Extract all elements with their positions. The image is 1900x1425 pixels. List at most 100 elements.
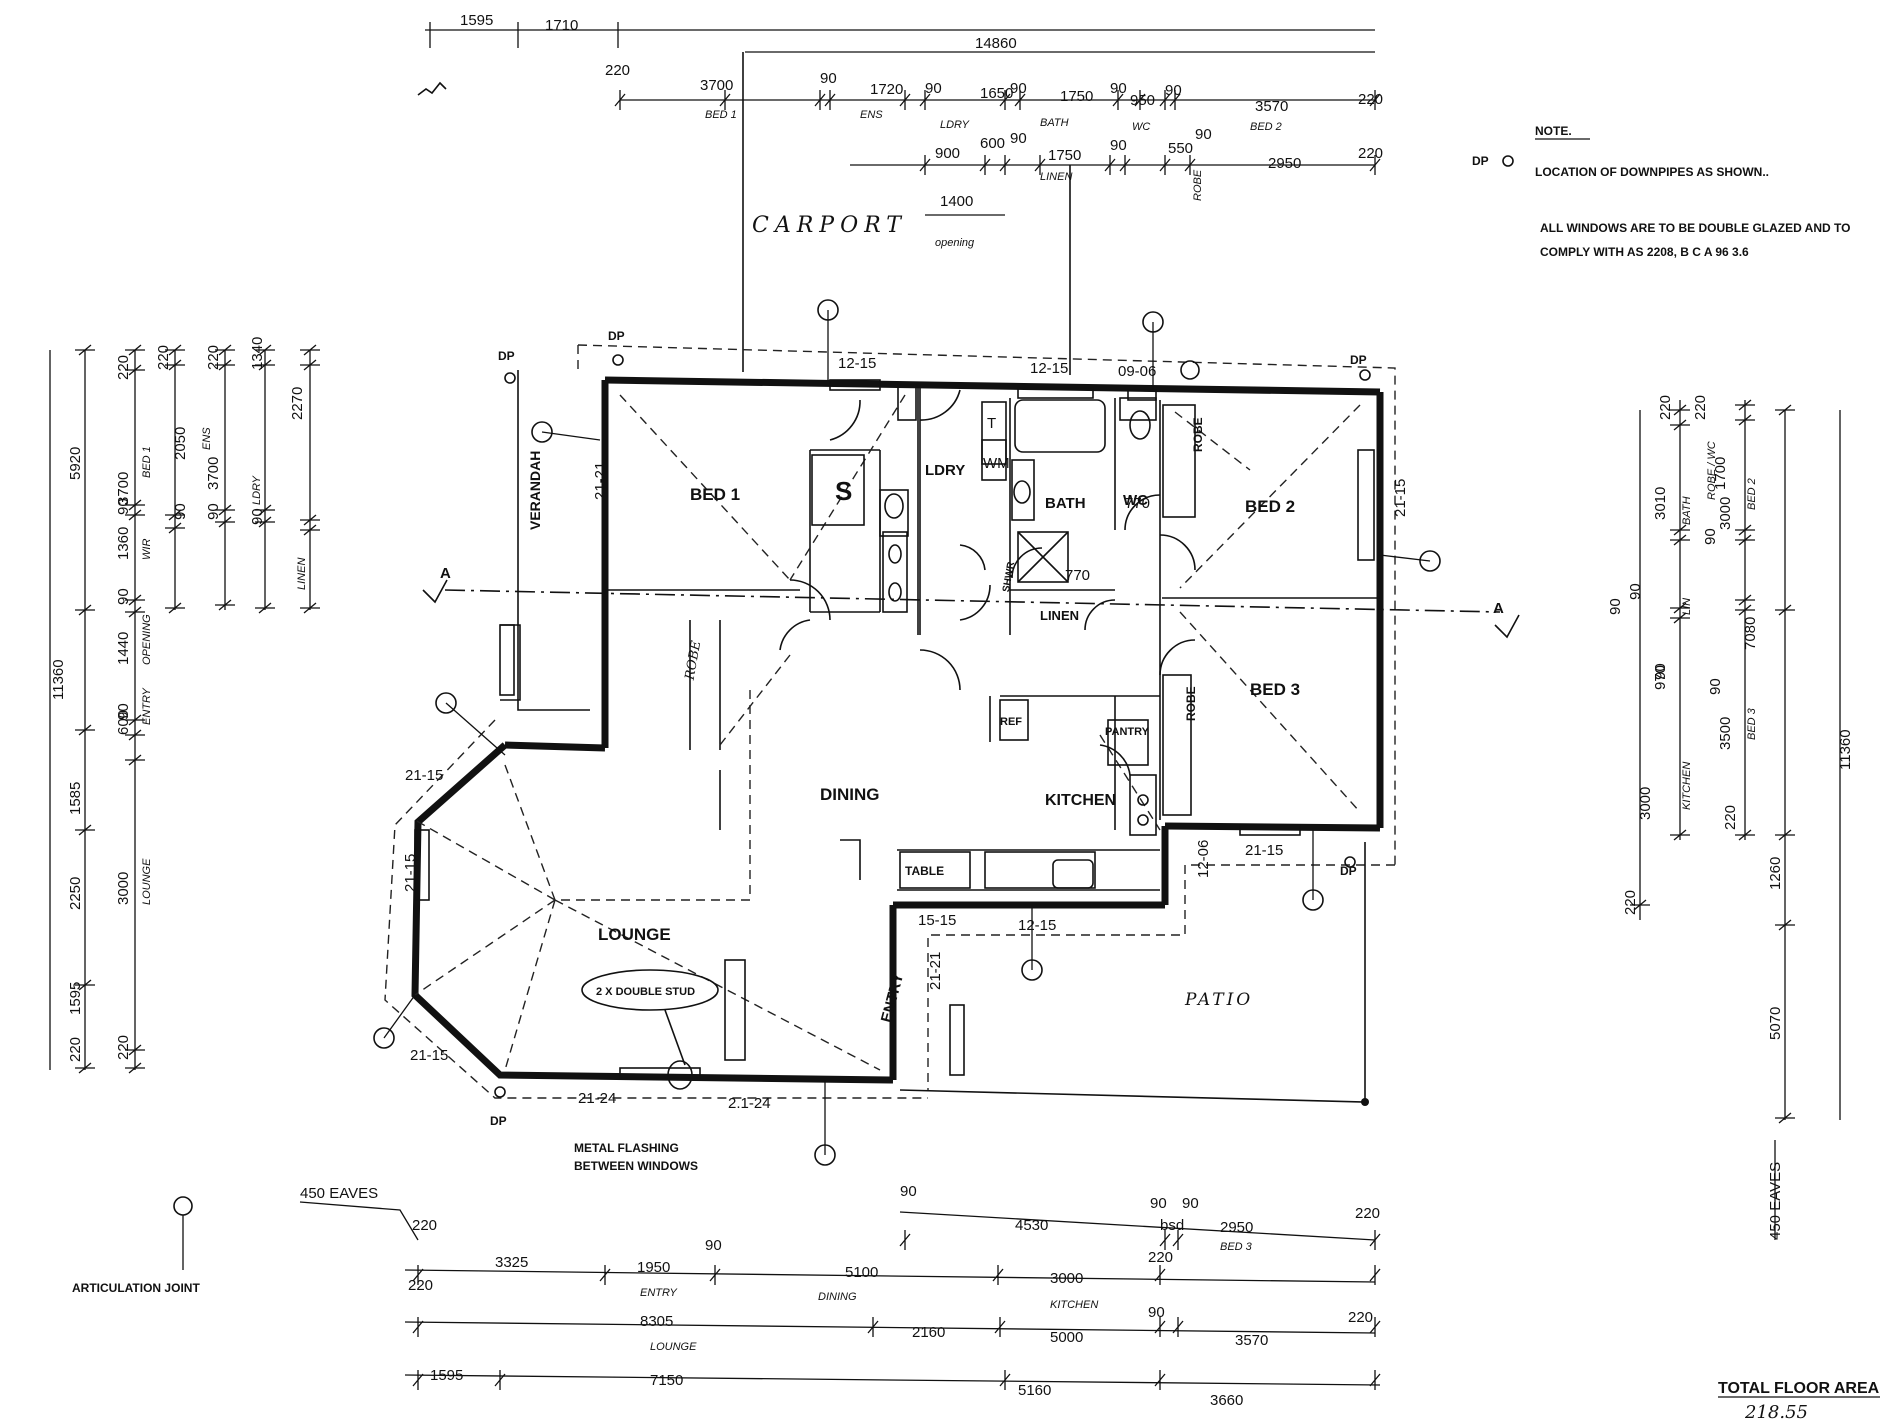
right-sub: BED 2	[1746, 478, 1758, 510]
opening-label: opening	[935, 237, 975, 249]
double-stud-label: 2 X DOUBLE STUD	[596, 986, 695, 998]
top-sub: LINEN	[1040, 171, 1072, 183]
bottom-dim: 1595	[430, 1367, 463, 1384]
room-shwr: SHWR	[1001, 560, 1017, 593]
right-dim: 3000	[1637, 787, 1654, 820]
window-code: 21-24	[578, 1090, 616, 1107]
right-sub: BATH	[1681, 496, 1693, 525]
bottom-sub: KITCHEN	[1050, 1299, 1098, 1311]
window-code: 21-15	[410, 1047, 448, 1064]
left-sub: WIR	[141, 539, 153, 560]
dp-label: DP	[1340, 864, 1357, 878]
right-dim: 7080	[1742, 617, 1759, 650]
top-dim: 220	[605, 62, 630, 79]
total-floor-area: TOTAL FLOOR AREA 218.55	[1718, 1380, 1880, 1423]
window-code: 2.1-24	[728, 1095, 771, 1112]
shower-ens	[811, 454, 865, 526]
bottom-dim: 5160	[1018, 1382, 1051, 1399]
dp-label: DP	[498, 349, 515, 363]
metal-flashing-2: BETWEEN WINDOWS	[574, 1159, 698, 1173]
bottom-dim: 2950	[1220, 1219, 1253, 1236]
articulation-leader	[383, 994, 416, 1039]
right-sub: BED 3	[1746, 707, 1758, 740]
right-dimensions: 11360 7080 450 EAVES 2203010909097090300…	[1607, 395, 1854, 1240]
window-code: 15-15	[918, 912, 956, 929]
room-lounge: LOUNGE	[598, 925, 671, 944]
room-bed1: BED 1	[690, 485, 740, 504]
articulation-label: ARTICULATION JOINT	[72, 1281, 200, 1295]
top-dim: 3570	[1255, 98, 1288, 115]
room-patio: PATIO	[1184, 990, 1253, 1010]
right-dim: 1260	[1767, 857, 1784, 890]
right-dim: 3010	[1652, 487, 1669, 520]
window-code: 21-15	[1245, 842, 1283, 859]
bottom-sub: BED 3	[1220, 1241, 1253, 1253]
bottom-dim: 5000	[1050, 1329, 1083, 1346]
bottom-dim: 90	[1148, 1304, 1165, 1321]
right-dim: 90	[1707, 678, 1724, 695]
window-code: 21-15	[405, 767, 443, 784]
room-bed3: BED 3	[1250, 680, 1300, 699]
top-dim: 1595	[460, 12, 493, 29]
right-dim: 90	[1627, 583, 1644, 600]
left-dim: 220	[205, 345, 222, 370]
window-code: 21-21	[592, 462, 609, 500]
walls	[411, 370, 1384, 1084]
top-dim: 90	[925, 80, 942, 97]
left-dim: 1360	[115, 527, 132, 560]
top-dim: 90	[820, 70, 837, 87]
left-dimensions: 11360 5920158522501595220220370090136090…	[49, 337, 320, 1074]
articulation-joint-icon	[435, 692, 457, 714]
room-kitchen: KITCHEN	[1045, 792, 1116, 809]
left-dim: 2270	[289, 387, 306, 420]
windows-note-2: COMPLY WITH AS 2208, B C A 96 3.6	[1540, 245, 1749, 259]
window-code: 21-21	[927, 952, 944, 990]
downpipe-icon	[1344, 856, 1356, 868]
left-dim: 1440	[115, 632, 132, 665]
window-code: 770	[1125, 495, 1150, 512]
left-dim: 90	[115, 703, 132, 720]
door-swings	[779, 389, 1196, 776]
bottom-dim: 3660	[1210, 1392, 1243, 1409]
room-robe2: ROBE	[1191, 417, 1205, 452]
top-dim: 950	[1130, 92, 1155, 109]
bathtub	[1014, 399, 1106, 453]
right-dim: 3000	[1717, 497, 1734, 530]
left-dim: 90	[115, 588, 132, 605]
right-dim: 220	[1722, 805, 1739, 830]
left-sub: LOUNGE	[141, 858, 153, 905]
room-dining: DINING	[820, 785, 880, 804]
room-ldry: LDRY	[925, 462, 965, 479]
bottom-dim: 4530	[1015, 1217, 1048, 1234]
top-dim: 1710	[545, 17, 578, 34]
right-dim: 220	[1692, 395, 1709, 420]
bottom-dim: 3570	[1235, 1332, 1268, 1349]
bottom-dim: 90	[1182, 1195, 1199, 1212]
left-sub: LDRY	[251, 475, 263, 505]
bottom-dim: 8305	[640, 1313, 673, 1330]
left-sub: LINEN	[296, 558, 308, 590]
shower-bath	[1017, 531, 1069, 583]
room-entry: ENTRY	[878, 971, 907, 1024]
right-dim: 90	[1702, 528, 1719, 545]
area-value: 218.55	[1744, 1402, 1808, 1423]
top-dim: 220	[1358, 91, 1383, 108]
room-bed2: BED 2	[1245, 497, 1295, 516]
room-bath: BATH	[1045, 495, 1086, 512]
window-code: 770	[1065, 567, 1090, 584]
shower-symbol: S	[835, 476, 852, 506]
left-dim: 220	[115, 1035, 132, 1060]
downpipe-icon	[1359, 369, 1371, 381]
right-sub: ROBE / WC	[1706, 441, 1718, 500]
top-dim: 1750	[1048, 147, 1081, 164]
right-dim: 5070	[1767, 1007, 1784, 1040]
bottom-sub: DINING	[818, 1291, 857, 1303]
room-pantry: PANTRY	[1105, 726, 1150, 738]
right-dim: 90	[1607, 598, 1624, 615]
notes-heading: NOTE.	[1535, 124, 1572, 138]
top-dim: 90	[1010, 130, 1027, 147]
bottom-dim: 7150	[650, 1372, 683, 1389]
right-overall-dim: 11360	[1837, 729, 1854, 770]
